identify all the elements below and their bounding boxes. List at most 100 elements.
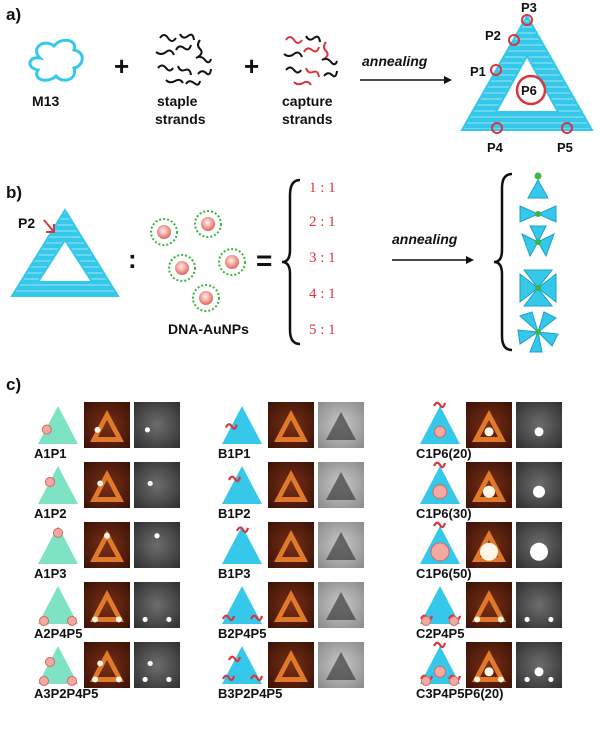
assembly-1to1 xyxy=(527,172,549,199)
tem-image xyxy=(134,522,180,568)
afm-particle xyxy=(474,676,481,683)
tem-image xyxy=(134,402,180,448)
afm-triangle xyxy=(90,590,124,622)
tem-particle xyxy=(166,616,172,623)
tem-particle xyxy=(154,533,160,539)
nanoparticle-marker xyxy=(41,424,52,435)
panel-c: c) A1P1A1P2A1P3A2P4P5A3P2P4P5B1P1B1P2B1P… xyxy=(6,375,562,701)
site-p3-marker xyxy=(521,14,533,26)
annealing-label-a: annealing xyxy=(362,53,428,69)
schematic-triangle xyxy=(420,406,460,444)
site-p2-label-b: P2 xyxy=(18,215,35,231)
site-p4-label: P4 xyxy=(487,140,504,155)
tem-particle xyxy=(534,427,544,437)
capture-strand-icon xyxy=(433,521,447,529)
panel-c-letter: c) xyxy=(6,375,21,394)
ratio-2: 2 : 1 xyxy=(309,214,336,230)
capture-label-line1: capture xyxy=(282,93,333,109)
nanoparticle-marker xyxy=(421,675,431,686)
assembly-5to1 xyxy=(517,311,559,353)
tem-particle xyxy=(524,616,530,623)
afm-particle xyxy=(474,616,481,623)
sample-label: C1P6(30) xyxy=(416,506,472,521)
capture-strand-icon xyxy=(222,674,236,682)
tem-triangle xyxy=(326,532,356,560)
au-nanoparticle xyxy=(194,210,222,238)
afm-particle xyxy=(497,676,504,683)
afm-triangle xyxy=(472,410,506,442)
capture-strand-icon xyxy=(236,526,250,533)
sample-label: B3P2P4P5 xyxy=(218,686,282,701)
afm-triangle xyxy=(90,650,124,682)
capture-strand-icon xyxy=(433,401,447,409)
sample-label: A3P2P4P5 xyxy=(34,686,98,701)
sample-label: A1P1 xyxy=(34,446,67,461)
tem-image xyxy=(134,462,180,508)
afm-triangle xyxy=(274,590,308,622)
schematic-triangle xyxy=(222,406,262,444)
capture-strand-icon xyxy=(222,614,236,622)
capture-strands-icon xyxy=(283,35,338,86)
afm-particle xyxy=(94,426,101,433)
tem-triangle xyxy=(326,412,356,440)
panel-a-letter: a) xyxy=(6,5,21,24)
capture-strand-icon xyxy=(228,475,242,483)
nanoparticle-marker xyxy=(45,476,55,487)
tem-image xyxy=(516,462,562,508)
sample-label: B2P4P5 xyxy=(218,626,266,641)
left-brace-icon xyxy=(281,178,301,346)
sample-label: C2P4P5 xyxy=(416,626,464,641)
afm-triangle xyxy=(90,530,124,562)
site-p3-label: P3 xyxy=(521,0,537,15)
schematic-triangle xyxy=(222,466,262,504)
sample-label: A2P4P5 xyxy=(34,626,82,641)
au-nanoparticle xyxy=(192,284,220,312)
capture-label-line2: strands xyxy=(282,111,333,127)
tem-image xyxy=(134,582,180,628)
tem-particle xyxy=(142,616,148,623)
panel-b: b) P2 : xyxy=(6,172,559,353)
afm-triangle xyxy=(472,470,506,502)
panel-c-grid: A1P1A1P2A1P3A2P4P5A3P2P4P5B1P1B1P2B1P3B2… xyxy=(34,401,562,701)
capture-strand-icon xyxy=(250,674,264,682)
capture-strand-icon xyxy=(224,423,238,430)
nanoparticle-marker xyxy=(67,615,77,626)
sample-label: C1P6(20) xyxy=(416,446,472,461)
au-nanoparticle xyxy=(150,218,178,246)
nanoparticle-marker xyxy=(421,615,431,626)
tem-particle xyxy=(144,427,151,433)
afm-particle xyxy=(92,676,99,683)
sample-label: C1P6(50) xyxy=(416,566,472,581)
schematic-triangle xyxy=(222,646,262,684)
equals-sign: = xyxy=(256,245,272,276)
afm-particle xyxy=(104,532,110,539)
au-nanoparticle xyxy=(218,248,246,276)
staple-label-line2: strands xyxy=(155,111,206,127)
tem-image xyxy=(134,642,180,688)
afm-triangle xyxy=(274,530,308,562)
sample-label: C3P4P5P6(20) xyxy=(416,686,503,701)
plus-sign-1: + xyxy=(114,51,129,81)
capture-strand-icon xyxy=(250,614,264,622)
afm-particle xyxy=(497,616,504,623)
site-markers-a xyxy=(490,14,573,134)
assembly-3to1 xyxy=(521,225,555,258)
afm-particle xyxy=(97,480,104,487)
site-p1-label: P1 xyxy=(470,64,486,79)
afm-particle xyxy=(92,616,99,623)
capture-strand-icon xyxy=(433,641,447,649)
assembly-2to1 xyxy=(519,205,557,223)
site-p5-marker xyxy=(561,122,573,134)
tem-image xyxy=(516,402,562,448)
sample-label: B1P3 xyxy=(218,566,251,581)
panel-b-letter: b) xyxy=(6,183,22,202)
site-p1-marker xyxy=(490,64,502,76)
site-p5-label: P5 xyxy=(557,140,573,155)
afm-triangle xyxy=(472,590,506,622)
nanoparticle-marker xyxy=(53,527,63,538)
tem-particle xyxy=(166,676,172,683)
staple-label-line1: staple xyxy=(157,93,198,109)
site-p2-marker xyxy=(508,34,520,46)
staple-strands-icon xyxy=(155,33,212,86)
site-p6-label: P6 xyxy=(521,83,537,98)
